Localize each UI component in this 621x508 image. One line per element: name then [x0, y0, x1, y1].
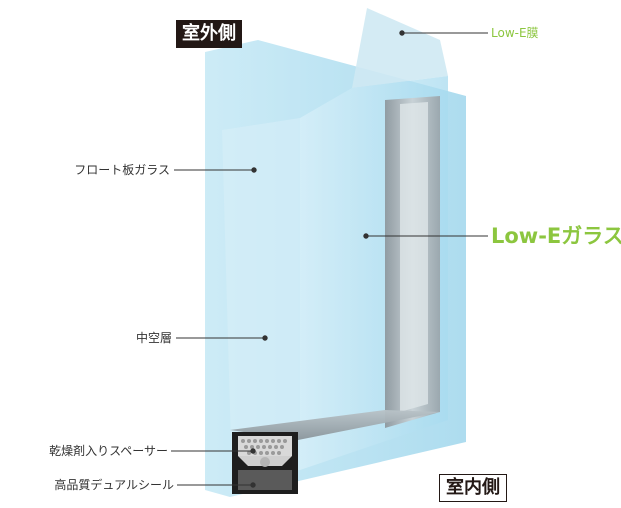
hollow-layer-area — [222, 118, 300, 480]
spacer-frame-inner-edge — [400, 102, 428, 412]
seal-label: 高品質デュアルシール — [54, 478, 174, 492]
float-glass-label: フロート板ガラス — [74, 163, 170, 177]
spacer-label: 乾燥剤入りスペーサー — [49, 444, 168, 458]
spacer-cross-section — [232, 432, 298, 494]
lowe-glass-label: Low-Eガラス — [491, 224, 621, 248]
lowe-film-layer — [352, 8, 448, 88]
indoor-side-label: 室内側 — [439, 474, 507, 502]
outdoor-side-label: 室外側 — [176, 20, 242, 48]
lowe-film-label: Low-E膜 — [491, 26, 539, 40]
hollow-layer-label: 中空層 — [135, 331, 172, 345]
